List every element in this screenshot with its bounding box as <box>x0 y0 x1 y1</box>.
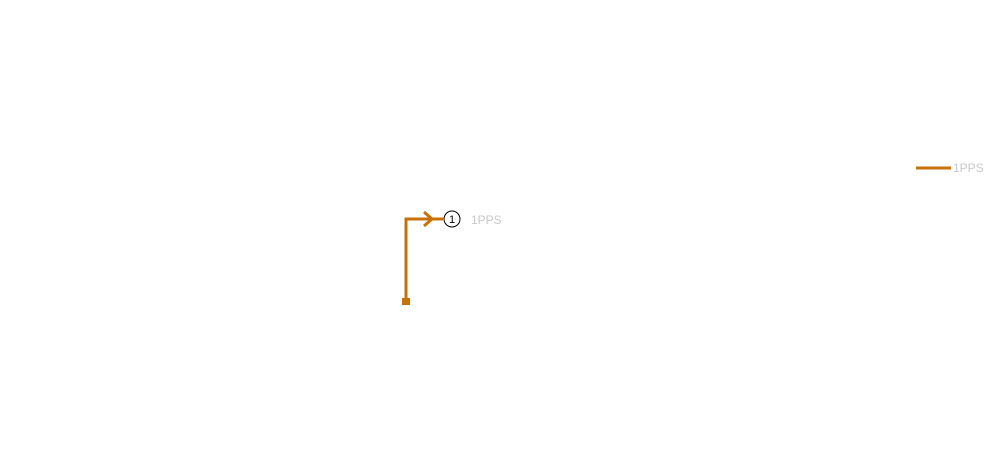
connector-marker[interactable]: 1 <box>443 210 461 228</box>
signal-wire[interactable] <box>404 217 443 300</box>
signal-wire-group <box>402 210 443 305</box>
source-terminal[interactable] <box>402 298 410 305</box>
signal-net-label: 1PPS <box>471 213 502 227</box>
marker-number: 1 <box>449 214 455 226</box>
legend: 1PPS <box>916 161 984 175</box>
marker-circle <box>443 210 461 228</box>
arrow-head-icon <box>423 210 435 228</box>
legend-label: 1PPS <box>953 161 984 175</box>
